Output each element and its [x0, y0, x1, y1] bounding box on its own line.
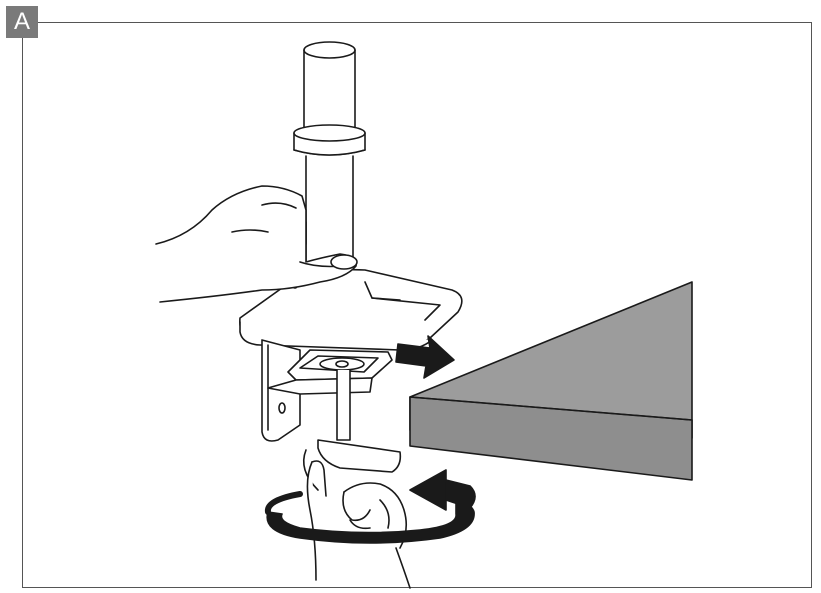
hand-lower [306, 460, 411, 589]
push-arrow-icon [395, 335, 455, 379]
hand-upper [155, 185, 358, 303]
clamp-base-plate [239, 268, 463, 351]
rotate-arrow-icon [264, 469, 476, 544]
desk [409, 281, 693, 481]
panel-label-badge: A [6, 6, 38, 38]
mount-pole [282, 41, 366, 263]
clamp-screw [302, 369, 402, 491]
figure-frame [22, 22, 812, 588]
